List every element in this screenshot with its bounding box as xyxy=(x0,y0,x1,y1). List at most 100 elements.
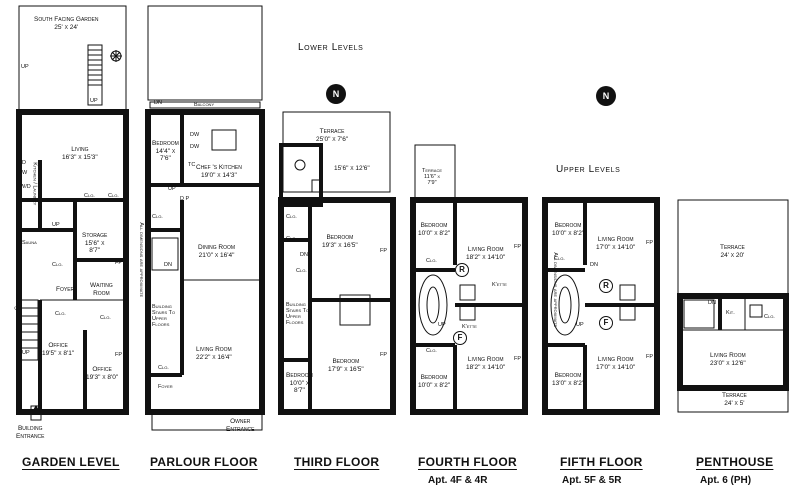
third-building-stairs-label: Building Stairs To Upper Floors xyxy=(286,302,310,326)
fifth-floor-apartments: Apt. 5F & 5R xyxy=(562,475,622,486)
garden-washer-dryer-label: W/D xyxy=(20,184,31,190)
third-clo-label: Clo. xyxy=(286,236,297,242)
garden-up-label: UP xyxy=(90,98,98,104)
penthouse-terrace-rear-label: Terrace 24' x 20' xyxy=(720,244,745,259)
front-apartment-marker: F xyxy=(453,331,467,345)
third-terrace-label: Terrace 25'0" x 7'6" xyxy=(316,128,349,143)
garden-clo-label: Clo. xyxy=(108,193,119,199)
penthouse-clo-label: Clo. xyxy=(764,314,775,320)
fifth-bedroom-rear-label: Bedroom 10'0" x 8'2" xyxy=(552,222,585,237)
third-terrace-outline xyxy=(282,111,391,193)
third-rear-room-label: 15'6" x 12'6" xyxy=(334,165,370,172)
fourth-kette-rear-label: K'ette xyxy=(492,282,507,288)
third-fp-label: FP xyxy=(380,352,388,358)
fourth-terrace-label: Terrace 11'6" x 7'9" xyxy=(422,168,443,186)
storage-label: Storage 15'6" x 8'7" xyxy=(82,232,108,254)
stoop xyxy=(151,411,263,431)
entrance-arrow-icon xyxy=(32,405,40,412)
parlour-dw-label: DW xyxy=(190,144,200,150)
garden-clo-label: Clo. xyxy=(84,193,95,199)
fifth-fp-label: FP xyxy=(646,240,654,246)
penthouse-terrace-front-label: Terrace 24' x 5' xyxy=(722,392,747,407)
garden-dryer-label: D xyxy=(22,160,26,166)
fifth-floor-plan xyxy=(542,197,660,415)
garden-up-label: UP xyxy=(52,222,60,228)
parlour-floor-heading: PARLOUR FLOOR xyxy=(150,455,258,469)
parlour-building-stairs-label: Building Stairs To Upper Floors xyxy=(152,304,176,328)
chefs-kitchen-label: Chef 's Kitchen 19'0" x 14'3" xyxy=(196,164,242,179)
parlour-bedroom-label: Bedroom 14'4" x 7'6" xyxy=(152,140,179,162)
fourth-spiral-stair xyxy=(418,274,448,336)
third-clo-label: Clo. xyxy=(286,214,297,220)
parlour-tc-label: TC xyxy=(188,162,196,168)
garden-fp-label: FP xyxy=(115,260,123,266)
upper-levels-heading: Upper Levels xyxy=(556,164,621,175)
fifth-fp-label: FP xyxy=(646,354,654,360)
penthouse-terrace-outline xyxy=(677,199,789,413)
penthouse-apartment: Apt. 6 (PH) xyxy=(700,475,752,486)
parlour-yard-outline xyxy=(147,5,263,101)
parlour-stairs xyxy=(151,237,179,271)
parlour-living-room-label: Living Room 22'2" x 16'4" xyxy=(196,346,232,361)
dining-room-label: Dining Room 21'0" x 16'4" xyxy=(198,244,236,259)
garden-up-label: UP xyxy=(22,350,30,356)
third-floor-heading: THIRD FLOOR xyxy=(294,455,380,469)
fifth-floor-heading: FIFTH FLOOR xyxy=(560,455,643,469)
balcony-label: Balcony xyxy=(194,102,215,108)
lower-levels-heading: Lower Levels xyxy=(298,42,364,53)
garden-clo-label: Clo. xyxy=(100,315,111,321)
third-floor-plan xyxy=(278,111,396,415)
fourth-up-label: UP xyxy=(438,322,446,328)
third-clo-label: Clo. xyxy=(296,268,307,274)
fifth-living-rear-label: Living Room 17'0" x 14'10" xyxy=(596,236,636,251)
building-entrance-label: Building Entrance xyxy=(16,425,45,440)
garden-dimensions-note: All dimensions are approximate xyxy=(137,222,144,298)
penthouse-outer-walls xyxy=(677,293,789,391)
penthouse-heading: PENTHOUSE xyxy=(696,455,774,469)
fifth-dn-label: DN xyxy=(590,262,598,268)
third-fp-label: FP xyxy=(380,248,388,254)
fifth-bedroom-front-label: Bedroom 13'0" x 8'2" xyxy=(552,372,585,387)
fourth-kette-front-label: K'ette xyxy=(462,324,477,330)
garden-washer-label: W xyxy=(22,170,28,176)
fourth-dimensions-note: All dimensions are approximate xyxy=(551,252,558,328)
third-outer-walls xyxy=(278,197,396,415)
fourth-clo-label: Clo. xyxy=(426,348,437,354)
garden-level-heading: GARDEN LEVEL xyxy=(22,455,120,469)
fifth-clo-label: Clo. xyxy=(554,343,565,349)
penthouse-kit-label: Kit. xyxy=(726,310,735,316)
third-dn-label: DN xyxy=(300,252,308,258)
sauna-label: Sauna xyxy=(22,240,37,246)
penthouse-dn-label: DN xyxy=(708,300,716,306)
south-garden-label: South Facing Garden 25' x 24' xyxy=(34,16,99,31)
office-2-label: Office 19'3" x 8'0" xyxy=(86,366,119,381)
waiting-room-label: Waiting Room xyxy=(90,282,113,297)
fourth-bedroom-rear-label: Bedroom 10'0" x 8'2" xyxy=(418,222,451,237)
rear-apartment-marker: R xyxy=(455,263,469,277)
fourth-living-rear-label: Living Room 18'2" x 14'10" xyxy=(466,246,506,261)
north-compass-icon: N xyxy=(596,86,616,106)
fifth-clo-label: Clo. xyxy=(554,256,565,262)
parlour-dw-label: DW xyxy=(190,132,200,138)
owner-entrance-label: Owner Entrance xyxy=(226,418,255,433)
garden-clo-label: Clo. xyxy=(55,311,66,317)
fourth-floor-heading: FOURTH FLOOR xyxy=(418,455,517,469)
garden-up-label: UP xyxy=(21,64,29,70)
cellar-stairs xyxy=(19,299,39,361)
fourth-fp-label: FP xyxy=(514,244,522,250)
fourth-floor-apartments: Apt. 4F & 4R xyxy=(428,475,488,486)
garden-living-label: Living 16'3" x 15'3" xyxy=(62,146,98,161)
plant-icon xyxy=(110,50,122,62)
parlour-foyer-label: Foyer xyxy=(158,384,173,390)
fourth-fp-label: FP xyxy=(514,356,522,362)
parlour-clo-label: Clo. xyxy=(152,214,163,220)
third-bedroom-2-label: Bedroom 17'9" x 16'5" xyxy=(328,358,364,373)
third-bedroom-3-label: Bedroom 10'0" x 8'7" xyxy=(286,372,313,394)
garden-level-plan xyxy=(16,5,129,421)
garden-clo-label: Clo. xyxy=(52,262,63,268)
garden-fp-label: FP xyxy=(115,352,123,358)
parlour-dn-label: DN xyxy=(154,100,162,106)
garden-stairs xyxy=(87,44,103,106)
fifth-living-front-label: Living Room 17'0" x 14'10" xyxy=(596,356,636,371)
